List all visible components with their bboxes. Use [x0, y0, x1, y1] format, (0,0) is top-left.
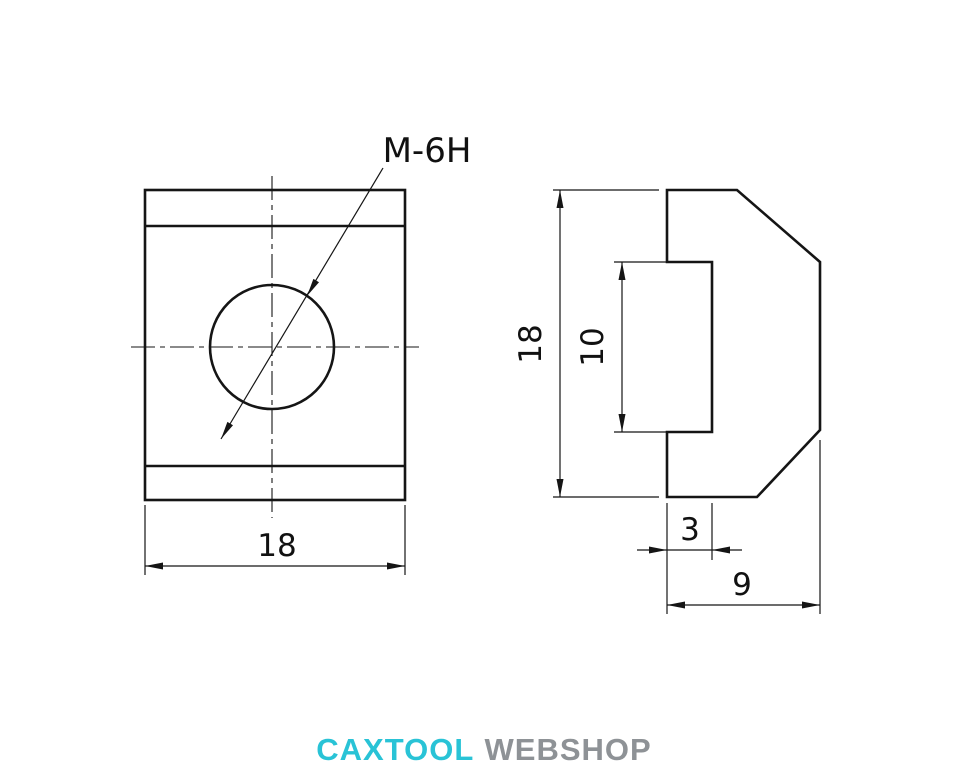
thread-leader-line — [220, 167, 384, 440]
logo-part2: WEBSHOP — [485, 732, 652, 767]
slot-height-dim-text: 10 — [575, 327, 611, 366]
dimension-arrow-left — [145, 562, 163, 570]
side-height-dim-text: 18 — [513, 324, 549, 363]
thread-leader-arrow-upper — [307, 278, 319, 296]
front-width-dimension: 18 — [144, 505, 406, 575]
front-view-outline — [143, 188, 407, 502]
dimension-arrow-right — [712, 546, 730, 554]
side-height-dimension: 18 — [513, 189, 659, 498]
side-view: 18 10 3 — [513, 188, 822, 614]
dimension-arrow-bottom — [618, 414, 626, 432]
dimension-arrow-left — [649, 546, 667, 554]
dimension-arrow-top — [556, 190, 564, 208]
thread-leader-arrow-lower — [221, 421, 233, 439]
dimension-arrow-right — [387, 562, 405, 570]
front-width-dim-text: 18 — [257, 528, 296, 564]
front-view: M-6H 18 — [131, 131, 471, 575]
side-view-profile — [665, 188, 822, 499]
dimension-arrow-left — [667, 601, 685, 609]
dimension-arrow-right — [802, 601, 820, 609]
slot-height-dimension: 10 — [575, 261, 706, 433]
step-depth-dimension: 3 — [637, 503, 742, 614]
dimension-arrow-top — [618, 262, 626, 280]
depth-dimension: 9 — [667, 440, 821, 614]
logo: CAXTOOL WEBSHOP — [316, 732, 651, 767]
logo-part1: CAXTOOL — [316, 732, 472, 767]
dimension-arrow-bottom — [556, 479, 564, 497]
thread-label: M-6H — [383, 131, 472, 171]
step-depth-dim-text: 3 — [680, 512, 700, 548]
depth-dim-text: 9 — [732, 567, 752, 603]
